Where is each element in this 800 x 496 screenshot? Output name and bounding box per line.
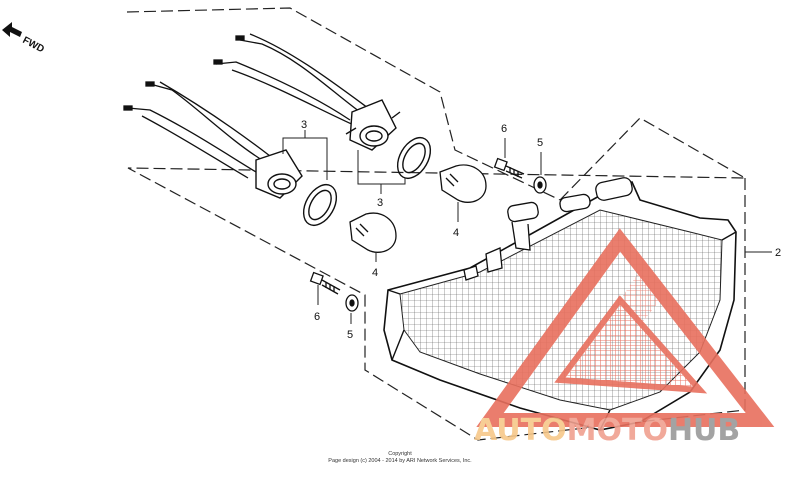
lens-rim — [387, 231, 737, 431]
callout-lamp-assembly: 2 — [775, 247, 781, 259]
lamp-mount-bosses — [463, 177, 633, 281]
forward-label: FWD — [21, 35, 46, 55]
socket-ring-lower — [302, 184, 338, 226]
forward-arrow-icon — [2, 22, 22, 37]
callout-bolt-upper: 6 — [501, 123, 507, 135]
bolt-lower-icon — [309, 271, 341, 295]
copyright-line1: Copyright — [388, 451, 412, 457]
bulb-socket-lower — [255, 149, 303, 199]
watermark-logo: AUTOMOTOHUB — [474, 228, 775, 448]
watermark-triangle-inner — [554, 295, 708, 394]
group-boundary-inner — [559, 117, 746, 201]
callout-bulb-upper: 4 — [453, 227, 459, 239]
callout-washer-upper: 5 — [537, 137, 543, 149]
callout-bolt-lower: 6 — [314, 311, 320, 323]
bulb-lower-icon — [349, 212, 397, 253]
watermark-text: AUTOMOTOHUB — [474, 413, 740, 448]
washer-lower-icon — [345, 294, 359, 312]
callout-socket-upper: 3 — [377, 197, 383, 209]
copyright-line2: Page design (c) 2004 - 2014 by ARI Netwo… — [328, 458, 472, 464]
callout-washer-lower: 5 — [347, 329, 353, 341]
washer-upper-icon — [533, 176, 547, 194]
bolt-upper-icon — [493, 157, 525, 179]
taillight-assembly — [383, 177, 737, 431]
socket-ring-upper — [396, 137, 432, 179]
socket-callout-brackets — [282, 130, 406, 194]
bulb-upper-icon — [439, 164, 487, 203]
wire-harness-upper — [213, 33, 369, 127]
bulb-socket-upper — [345, 99, 401, 151]
watermark-triangle-outer — [476, 228, 775, 427]
wire-harness-lower — [123, 81, 271, 179]
callout-bulb-lower: 4 — [372, 267, 378, 279]
callout-socket-lower: 3 — [301, 119, 307, 131]
